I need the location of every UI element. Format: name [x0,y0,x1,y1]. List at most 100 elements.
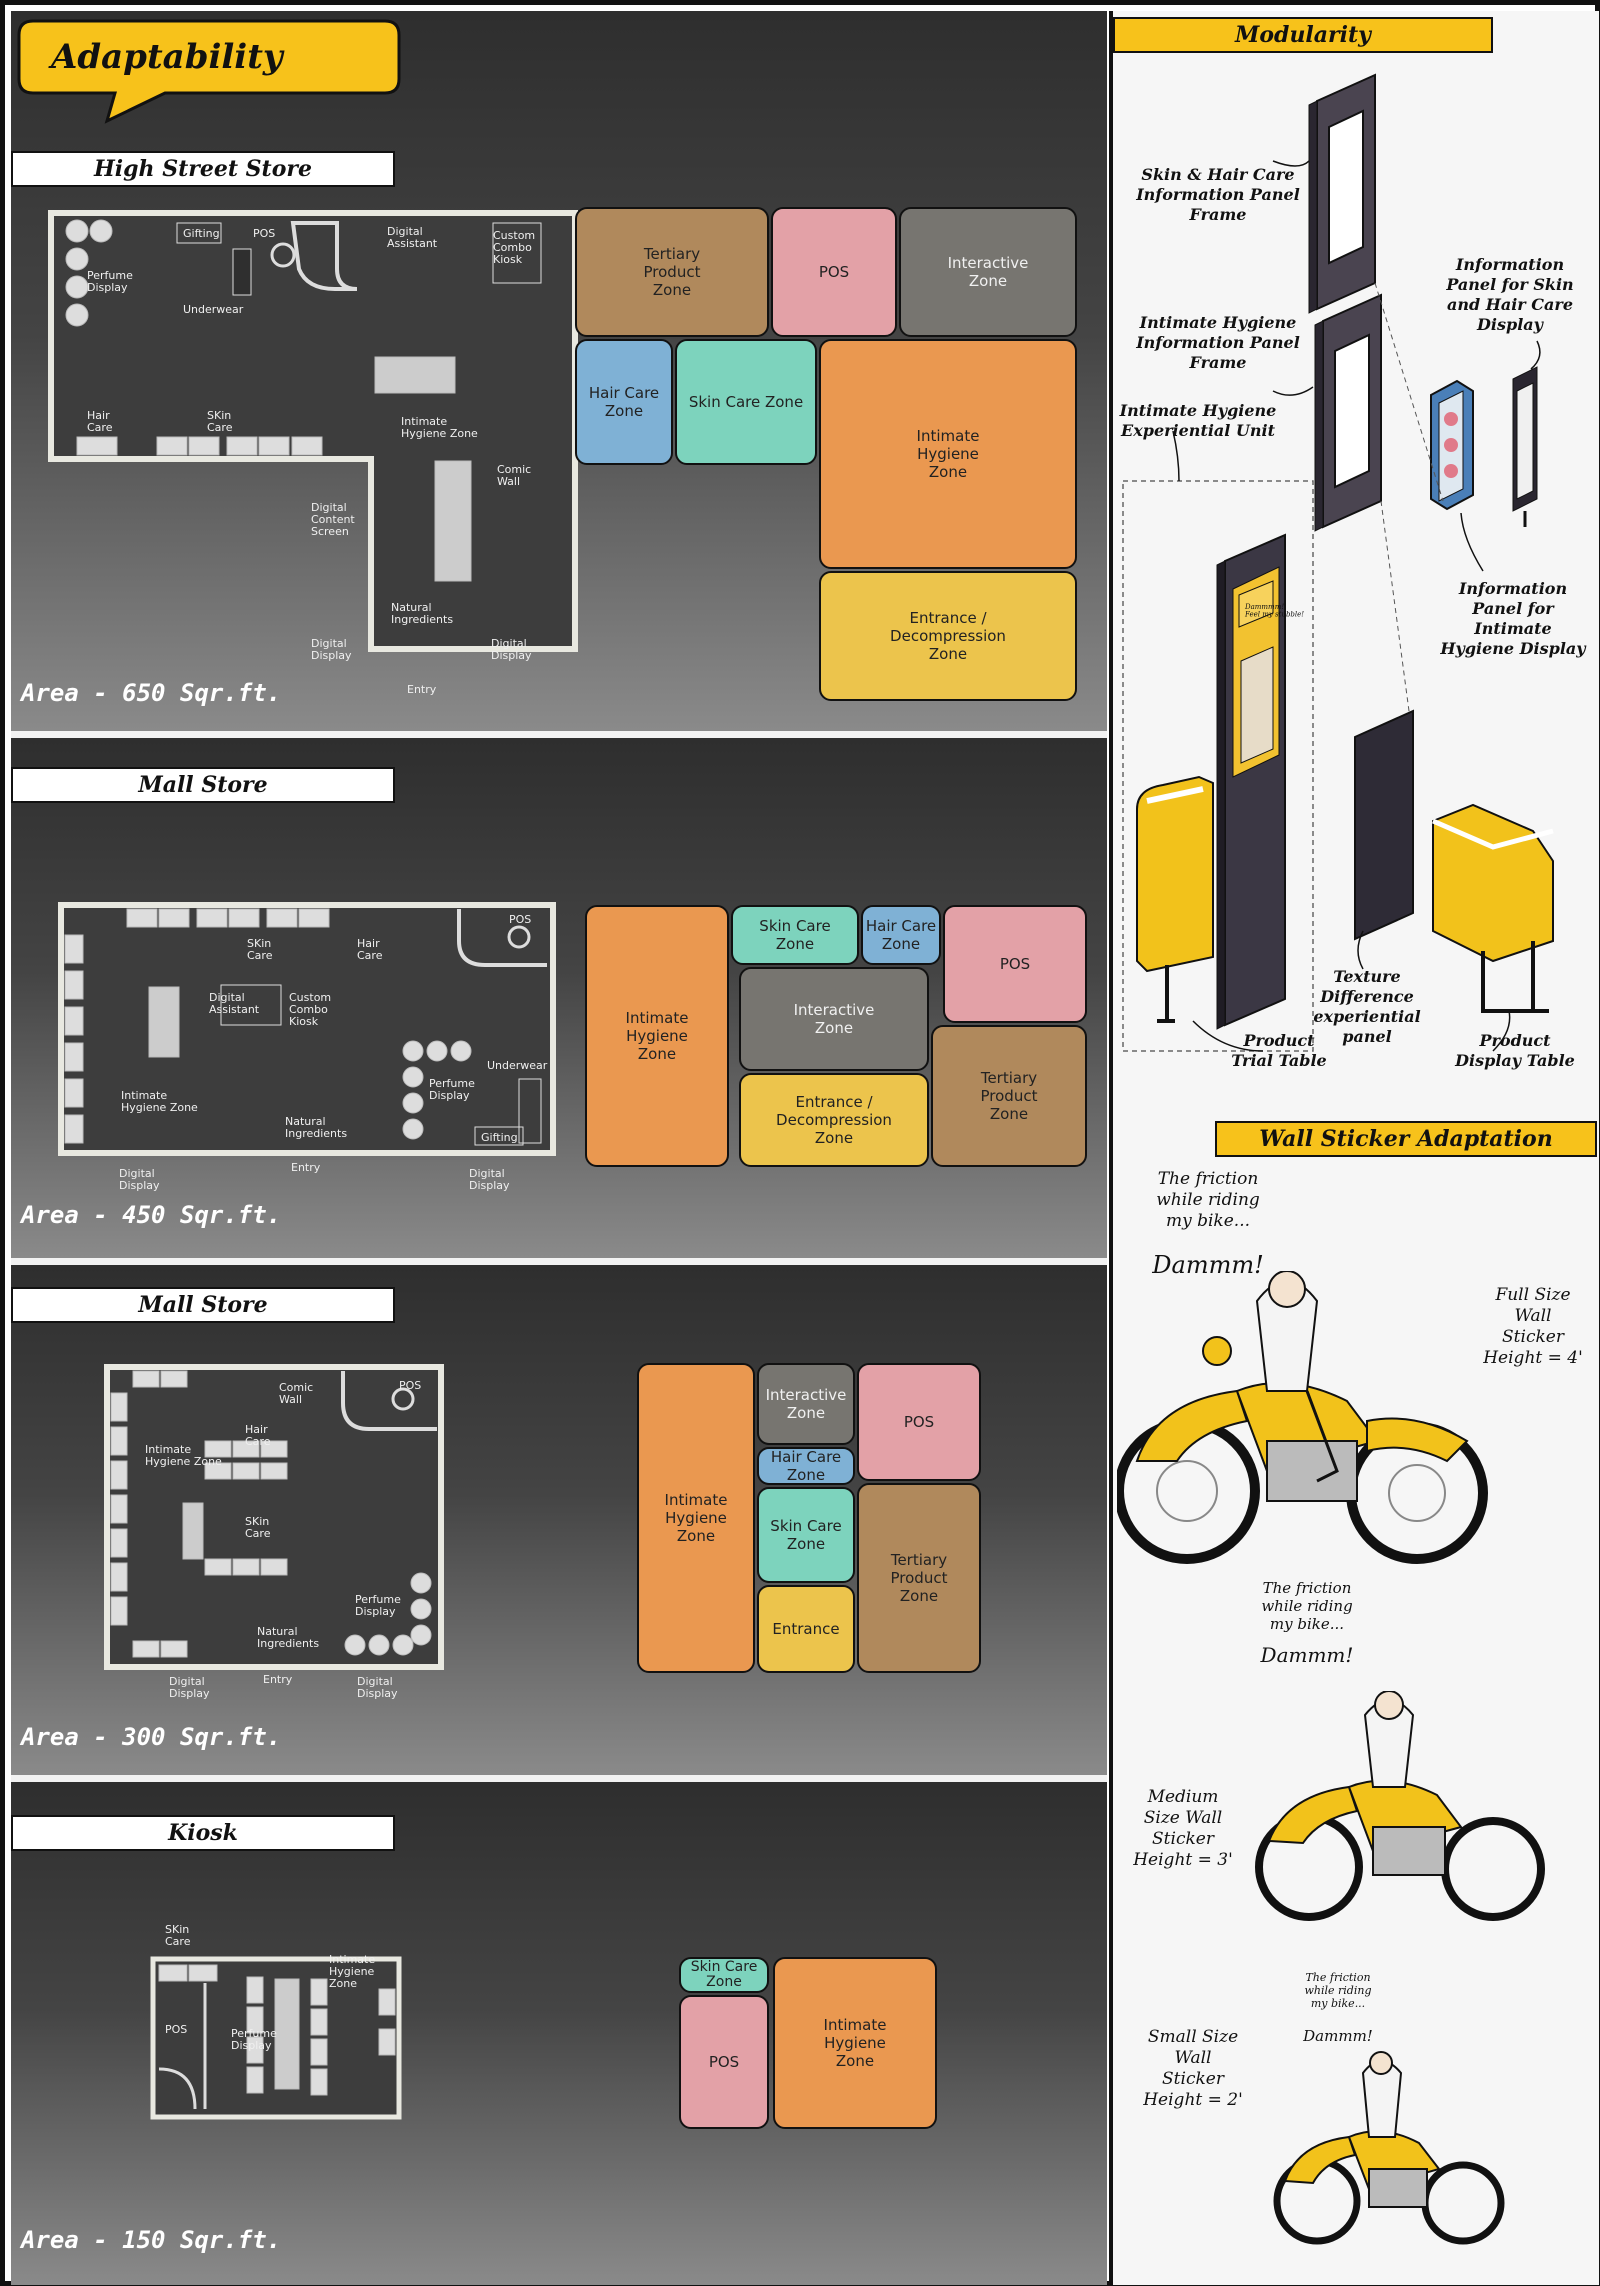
zone-hair-care: Hair Care Zone [861,905,941,965]
exclaim-large: Dammm! [1152,1251,1264,1279]
size-label-small: Small Size Wall Sticker Height = 2' [1143,2027,1243,2110]
plan-label: POS [165,2023,187,2036]
page-title: Adaptability [51,37,283,77]
label-texture-panel: Texture Difference experiential panel [1313,967,1421,1046]
exclaim-medium: Dammm! [1260,1643,1354,1667]
motorbike-illustration-large [1117,1271,1488,1564]
plan-label: Entry [263,1673,293,1686]
section-header-mall-450: Mall Store [11,767,395,803]
zone-intimate-hygiene: Intimate Hygiene Zone [585,905,729,1167]
zone-interactive: Interactive Zone [739,967,929,1071]
zone-interactive: Interactive Zone [899,207,1077,337]
caption-small: The friction while riding my bike... [1304,1971,1372,2010]
label-product-trial-table: Product Trial Table [1231,1031,1327,1070]
modularity-header: Modularity [1113,17,1493,53]
area-label-150: Area - 150 Sqr.ft. [21,2226,282,2254]
plan-label: Gifting [183,227,220,240]
section-header-mall-300: Mall Store [11,1287,395,1323]
plan-label: Gifting [481,1131,518,1144]
plan-label: Underwear [183,303,244,316]
area-label-300: Area - 300 Sqr.ft. [21,1723,282,1751]
zone-pos: POS [679,1995,769,2129]
area-label-650: Area - 650 Sqr.ft. [21,679,282,707]
zone-tertiary: Tertiary Product Zone [575,207,769,337]
plan-label: POS [509,913,531,926]
adaptability-panel: Adaptability High Street Store Area - 65… [11,11,1107,2285]
plan-label: Entry [291,1161,321,1174]
zone-tertiary: Tertiary Product Zone [857,1483,981,1673]
exclaim-small: Dammm! [1303,2027,1373,2045]
caption-large: The friction while riding my bike... [1156,1169,1260,1231]
section-divider [11,731,1107,738]
label-intimate-frame: Intimate Hygiene Information Panel Frame [1136,313,1300,372]
section-divider [11,1258,1107,1265]
wall-sticker-header: Wall Sticker Adaptation [1215,1121,1597,1157]
label-info-panel-skin-hair: Information Panel for Skin and Hair Care… [1446,255,1574,334]
bubble-text: Dammmm!Feel my stubble! [1244,603,1304,619]
plan-label: Entry [407,683,437,696]
zone-skin-care: Skin Care Zone [675,339,817,465]
zone-skin-care: Skin Care Zone [757,1487,855,1583]
zone-hair-care: Hair Care Zone [757,1447,855,1485]
zone-pos: POS [771,207,897,337]
modularity-illustration: Dammmm!Feel my stubble! [1122,73,1554,1052]
zone-pos: POS [943,905,1087,1023]
zone-intimate-hygiene: Intimate Hygiene Zone [819,339,1077,569]
plan-label: POS [399,1379,421,1392]
zone-hair-care: Hair Care Zone [575,339,673,465]
size-label-medium: Medium Size Wall Sticker Height = 3' [1133,1787,1233,1870]
motorbike-illustration-small [1273,2051,1505,2245]
section-header-kiosk: Kiosk [11,1815,395,1851]
title-speech-bubble [17,19,401,124]
area-label-450: Area - 450 Sqr.ft. [21,1201,282,1229]
plan-label: Underwear [487,1059,548,1072]
section-divider [11,1775,1107,1782]
right-panel: Modularity [1109,11,1599,2285]
label-experiential-unit: Intimate Hygiene Experiential Unit [1119,401,1277,440]
plan-label: POS [253,227,275,240]
zone-skin-care: Skin Care Zone [679,1957,769,1993]
label-skin-hair-frame: Skin & Hair Care Information Panel Frame [1136,165,1300,224]
section-header-high-street: High Street Store [11,151,395,187]
zone-interactive: Interactive Zone [757,1363,855,1445]
motorbike-illustration-medium [1255,1691,1545,1921]
size-label-large: Full Size Wall Sticker Height = 4' [1483,1285,1583,1368]
caption-medium: The friction while riding my bike... [1261,1579,1353,1633]
zone-entrance: Entrance / Decompression Zone [819,571,1077,701]
zone-entrance: Entrance / Decompression Zone [739,1073,929,1167]
